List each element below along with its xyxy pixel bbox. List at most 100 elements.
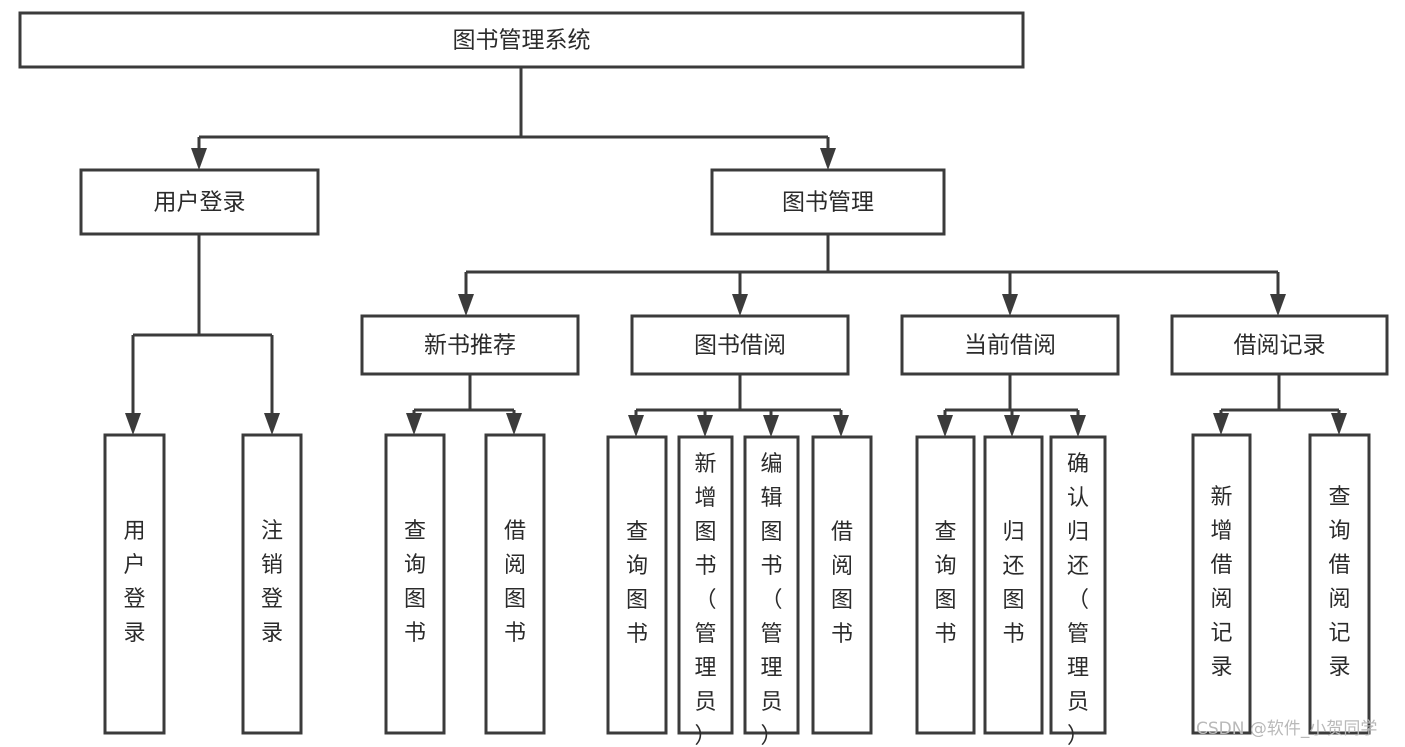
node-label-char: 询 [404,553,426,578]
node-new-book-rec[interactable]: 新书推荐 [360,314,580,376]
node-label-char: 员 [1067,690,1089,715]
node-label-char: 新 [694,452,716,477]
node-label: 当前借阅 [964,333,1056,359]
node-label: 图书借阅 [694,333,786,359]
node-label-char: （ [760,588,782,613]
node-box[interactable] [677,435,734,735]
node-box[interactable] [743,435,800,735]
root-rail [199,67,828,139]
arrow-to-user-login [191,137,207,170]
node-box[interactable] [1308,433,1371,735]
book-manage-rail [466,234,1278,274]
node-box[interactable] [630,314,850,376]
node-label-char: 编 [760,452,782,477]
node-box[interactable] [103,433,166,735]
arrow-to-borrow-record [1270,272,1286,316]
node-box[interactable] [484,433,546,735]
arrow-head [264,413,280,435]
node-box[interactable] [1191,433,1252,735]
node-label-char: 理 [1067,656,1089,681]
node-label-char: ） [694,724,716,747]
node-label-char: 记 [1328,621,1350,646]
node-box[interactable] [710,168,946,236]
node-book-manage[interactable]: 图书管理 [710,168,946,236]
arrow-head [1270,294,1286,316]
node-label-char: 图 [404,587,426,612]
node-label-char: ） [1067,724,1089,747]
node-box[interactable] [79,168,320,236]
arrow-head [406,413,422,435]
node-box[interactable] [241,433,303,735]
arrow-head [820,148,836,170]
node-box[interactable] [384,433,446,735]
arrow-head [458,294,474,316]
node-label-char: 图 [694,520,716,545]
node-label-char: 员 [694,690,716,715]
arrow-to-leaf-return-book [1004,410,1020,437]
node-box[interactable] [360,314,580,376]
node-label-char: 辑 [760,486,782,511]
node-label-char: 借 [831,520,853,545]
node-box[interactable] [18,11,1025,69]
node-label-char: 询 [626,554,648,579]
node-label-char: 归 [1002,520,1024,545]
node-box[interactable] [1170,314,1389,376]
arrow-to-new-book-rec [458,272,474,316]
node-label-char: 阅 [831,554,853,579]
user-login-rail [133,234,272,337]
node-box[interactable] [900,314,1120,376]
node-label: 借阅记录 [1234,333,1326,359]
node-label-char: 还 [1002,554,1024,579]
node-label-char: 理 [694,656,716,681]
node-label-char: 书 [1002,622,1024,647]
node-label-char: 阅 [504,553,526,578]
node-box[interactable] [606,435,668,735]
node-root[interactable]: 图书管理系统 [18,11,1025,69]
node-label-char: 登 [123,587,145,612]
node-label-char: 员 [760,690,782,715]
arrow-to-leaf-user-login [125,335,141,435]
node-box[interactable] [915,435,976,735]
node-current-borrow[interactable]: 当前借阅 [900,314,1120,376]
node-label-char: 书 [760,554,782,579]
arrow-to-leaf-borrow-book-1 [506,410,522,435]
node-label-char: 书 [504,621,526,646]
current-borrow-rail [945,374,1078,412]
node-borrow-record[interactable]: 借阅记录 [1170,314,1389,376]
node-label-char: 归 [1067,520,1089,545]
node-book-borrow[interactable]: 图书借阅 [630,314,850,376]
node-label-char: 书 [694,554,716,579]
node-label-char: ） [760,724,782,747]
node-label-char: 登 [261,587,283,612]
node-user-login[interactable]: 用户登录 [79,168,320,236]
node-label-char: 认 [1067,486,1089,511]
node-box[interactable] [1049,435,1107,735]
node-label-char: 还 [1067,554,1089,579]
node-box[interactable] [983,435,1044,735]
arrow-head [125,413,141,435]
arrow-to-leaf-query-record [1331,410,1347,435]
node-box[interactable] [811,435,873,735]
node-label-char: 录 [123,621,145,646]
arrow-to-leaf-query-book-3 [937,410,953,437]
node-label-char: 管 [1067,622,1089,647]
node-label-char: 图 [1002,588,1024,613]
node-label-char: 查 [934,520,956,545]
node-leaf-user-login[interactable]: 用户登录 [103,433,166,735]
arrow-head [1002,294,1018,316]
arrow-heads-layer [125,137,1347,437]
arrow-to-book-manage [820,137,836,170]
